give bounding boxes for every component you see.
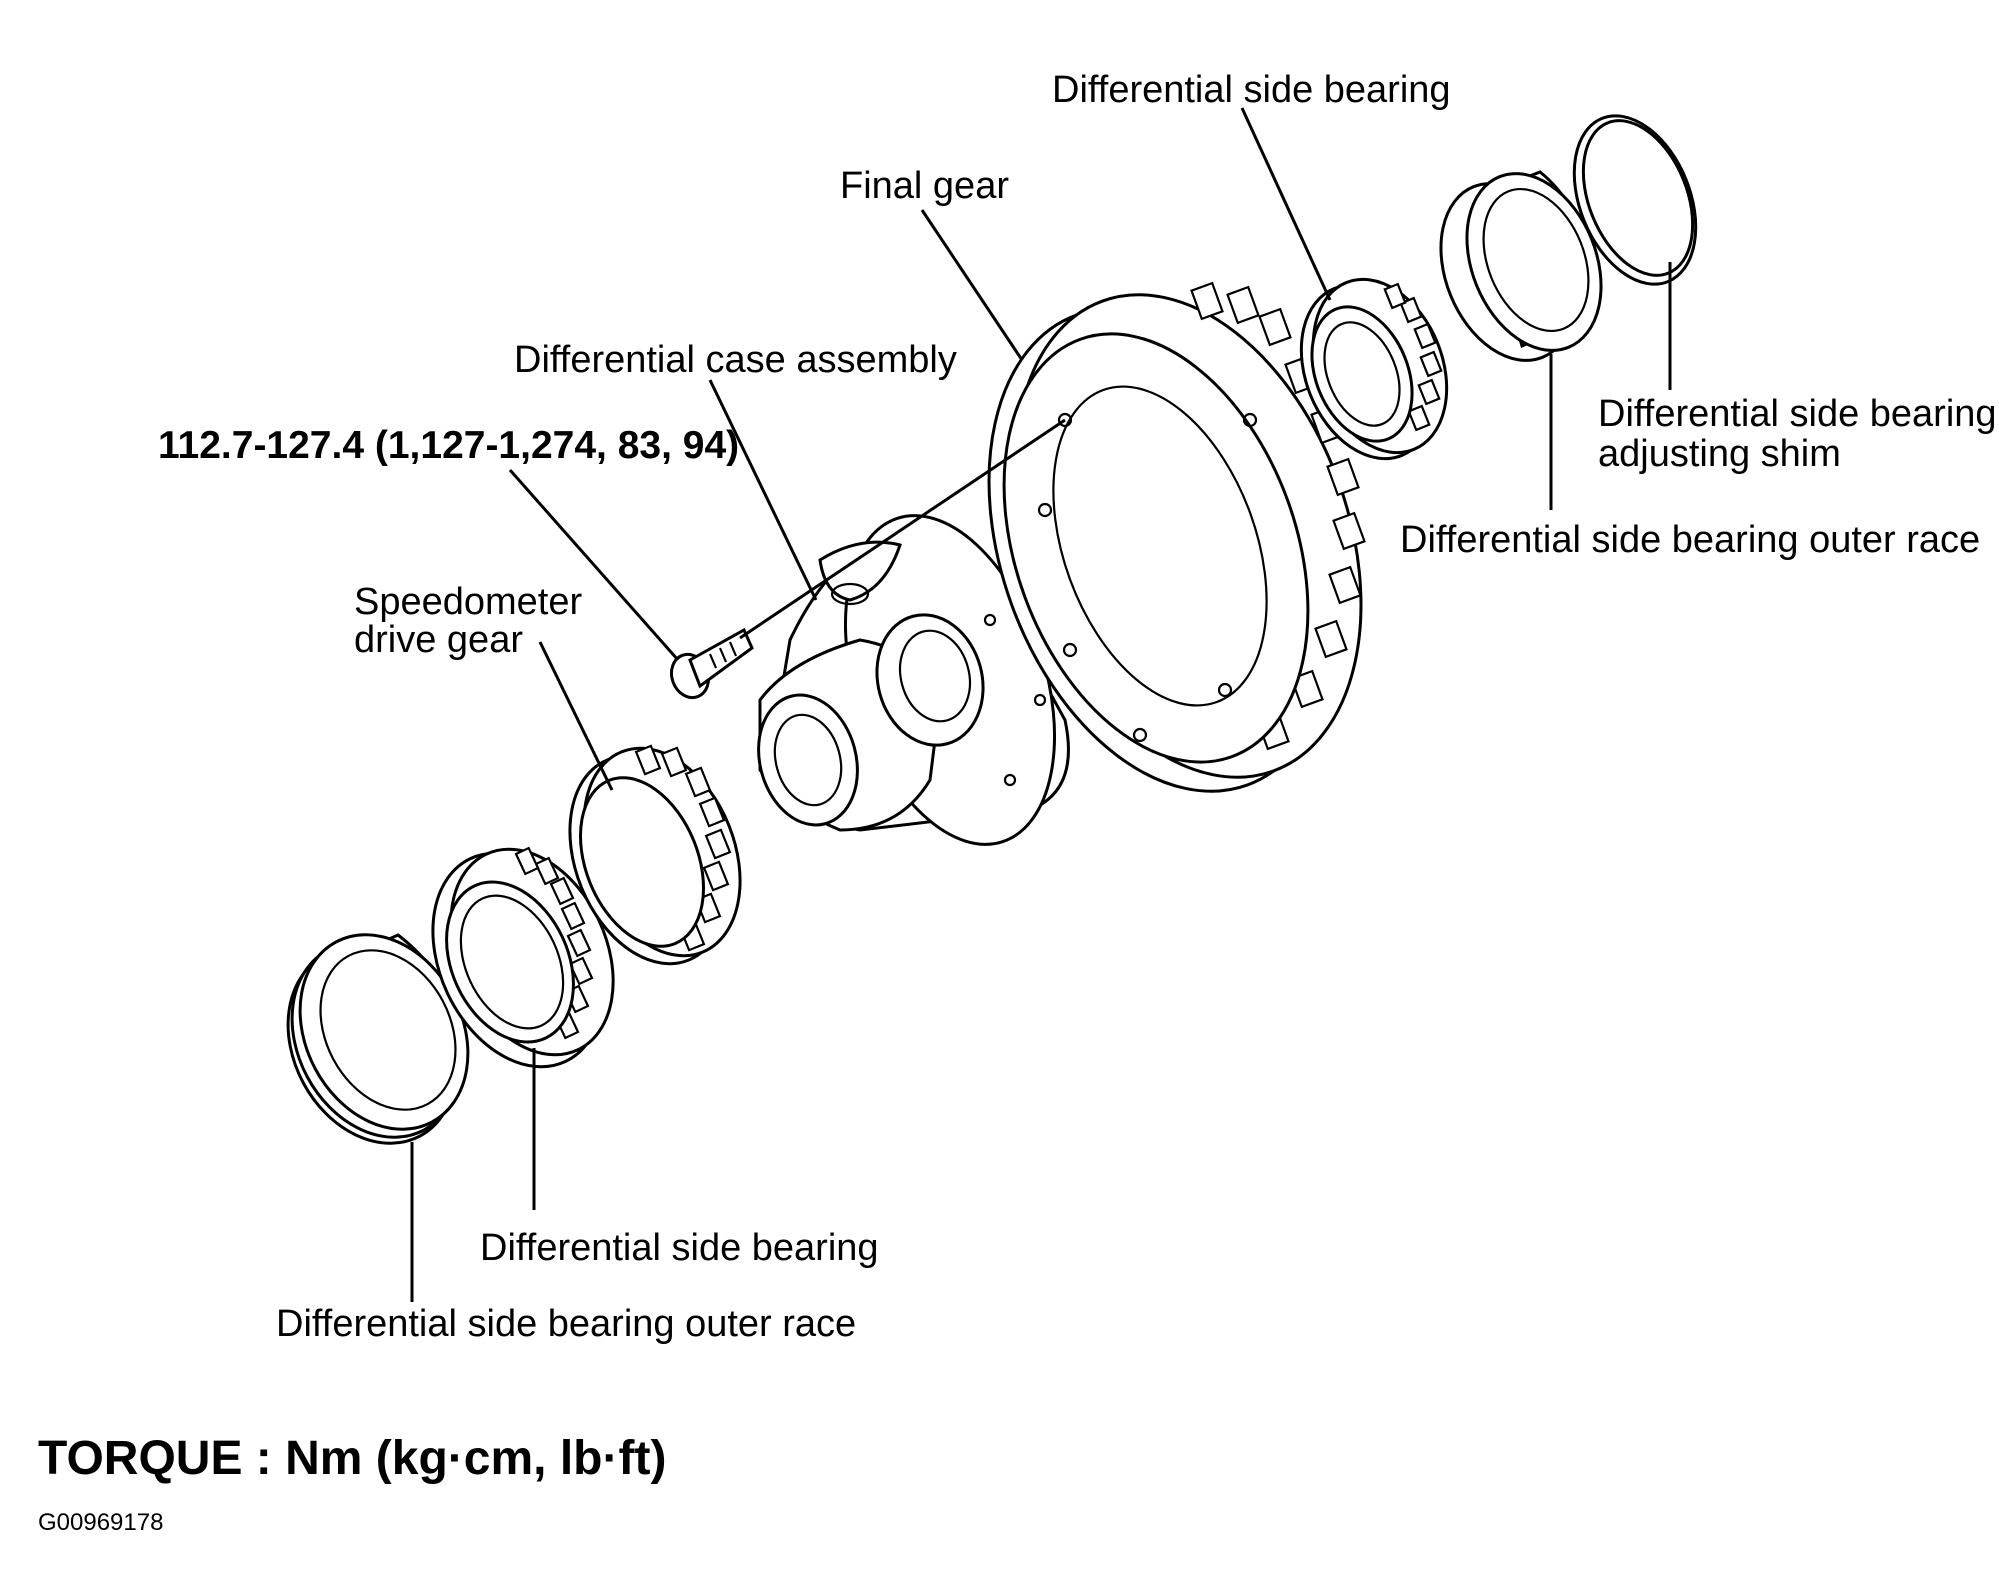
leader-side-bearing-top <box>1240 107 1332 301</box>
leader-torque-bolt <box>508 469 680 661</box>
leader-bolt-axis <box>739 418 1066 640</box>
bolt-part <box>669 627 754 700</box>
label-speedometer-line2: drive gear <box>354 619 523 661</box>
label-case-assembly: Differential case assembly <box>514 339 957 381</box>
label-side-bearing-top: Differential side bearing <box>1052 69 1451 111</box>
outer-race-right-part <box>1439 170 1603 362</box>
label-side-bearing-bottom: Differential side bearing <box>480 1227 879 1269</box>
leader-speedometer <box>538 641 614 791</box>
leader-lines <box>410 107 1672 1302</box>
leader-final-gear <box>920 209 1024 361</box>
leader-case-assembly <box>708 379 818 601</box>
adjusting-shim-part <box>1572 114 1698 286</box>
label-final-gear: Final gear <box>840 165 1009 207</box>
figure-id: G00969178 <box>38 1509 163 1536</box>
torque-unit-caption: TORQUE : Nm (kg·cm, lb·ft) <box>38 1432 666 1485</box>
label-torque-value: 112.7-127.4 (1,127-1,274, 83, 94) <box>158 424 739 467</box>
outer-race-left-part <box>286 933 470 1145</box>
label-outer-race-right: Differential side bearing outer race <box>1400 519 1980 561</box>
label-shim-line2: adjusting shim <box>1598 433 1841 475</box>
label-shim-line1: Differential side bearing <box>1598 393 1997 435</box>
differential-case-part <box>757 514 1070 846</box>
final-gear-part <box>987 281 1366 793</box>
speedometer-gear-part <box>568 744 742 966</box>
label-speedometer-line1: Speedometer <box>354 581 582 623</box>
side-bearing-left-part <box>431 846 615 1069</box>
label-outer-race-left: Differential side bearing outer race <box>276 1303 856 1345</box>
side-bearing-right-part <box>1299 277 1449 461</box>
